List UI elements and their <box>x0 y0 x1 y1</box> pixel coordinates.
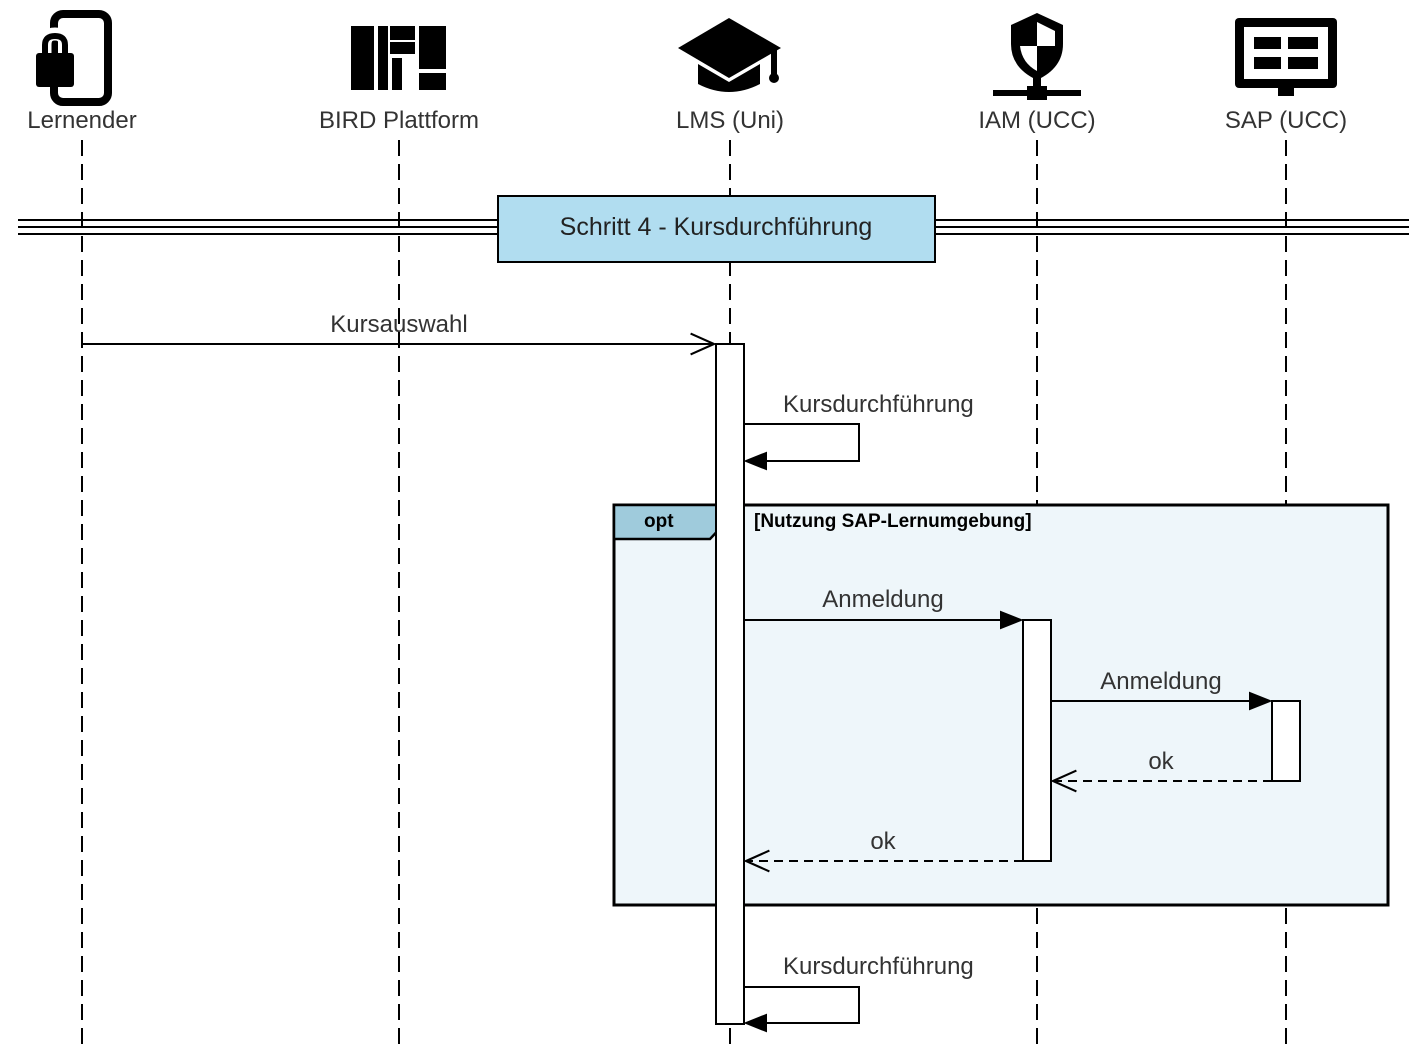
step-band-box <box>497 195 936 263</box>
participant-iam: IAM (UCC) <box>978 13 1096 134</box>
building-blocks-icon <box>351 26 446 90</box>
participant-lernender: Lernender <box>27 10 137 134</box>
participant-bird-plattform: BIRD Plattform <box>319 26 479 134</box>
participant-lms: LMS (Uni) <box>676 18 784 134</box>
activation-lms <box>715 343 745 1025</box>
message-labels: Kursauswahl Kursdurchführung Anmeldung A… <box>330 311 1221 980</box>
graduation-cap-icon <box>678 18 781 92</box>
fragment-guard: [Nutzung SAP-Lernumgebung] <box>754 511 1032 532</box>
message-label-ok-iam: ok <box>870 828 896 855</box>
step-band: Schritt 4 - Kursdurchführung <box>18 195 1409 263</box>
message-label-ok-sap: ok <box>1148 748 1174 775</box>
message-label-anmeldung-sap: Anmeldung <box>1100 668 1221 695</box>
activation-sap <box>1271 700 1301 782</box>
messages <box>82 344 1272 1023</box>
message-label-kursauswahl: Kursauswahl <box>330 311 467 338</box>
monitor-dashboard-icon <box>1235 18 1337 96</box>
activation-iam <box>1022 619 1052 862</box>
participant-sap: SAP (UCC) <box>1225 18 1347 134</box>
message-arrow-kursdurchfuehrung-1 <box>744 423 860 461</box>
message-label-kursdurchfuehrung-1: Kursdurchführung <box>783 391 974 418</box>
step-band-label: Schritt 4 - Kursdurchführung <box>560 213 873 241</box>
participant-label: SAP (UCC) <box>1225 107 1347 134</box>
participant-label: IAM (UCC) <box>978 107 1095 134</box>
message-label-kursdurchfuehrung-2: Kursdurchführung <box>783 953 974 980</box>
message-arrow-kursdurchfuehrung-2 <box>744 986 860 1023</box>
participant-label: LMS (Uni) <box>676 107 784 134</box>
fragment-operator: opt <box>644 511 674 532</box>
mobile-lock-icon <box>36 10 112 106</box>
shield-network-icon <box>993 13 1081 100</box>
participant-label: Lernender <box>27 107 136 134</box>
participant-label: BIRD Plattform <box>319 107 479 134</box>
activations <box>715 343 1301 1025</box>
message-label-anmeldung-iam: Anmeldung <box>822 586 943 613</box>
